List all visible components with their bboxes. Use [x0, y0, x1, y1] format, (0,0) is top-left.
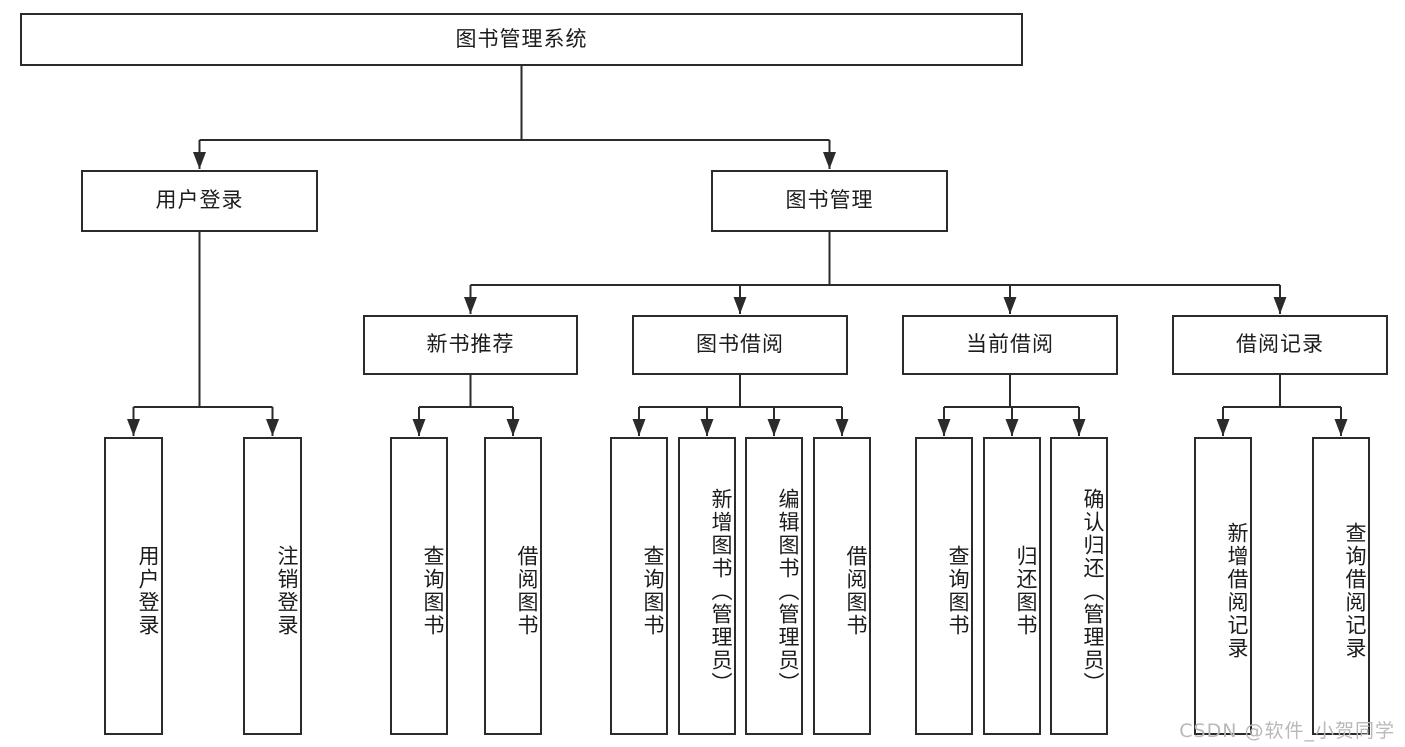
- node-book-borrow-label: 图书借阅: [696, 332, 784, 357]
- node-leaf-nbr-query-book-label: 查询图书: [421, 545, 445, 637]
- node-leaf-bb-query-book-label: 查询图书: [641, 545, 665, 637]
- node-leaf-cb-query-book-label: 查询图书: [946, 545, 970, 637]
- node-current-borrow-label: 当前借阅: [966, 332, 1054, 357]
- node-leaf-cb-return-book-label: 归还图书: [1014, 545, 1038, 637]
- node-leaf-nbr-borrow-book-label: 借阅图书: [515, 545, 539, 637]
- node-new-book-recommend[interactable]: 新书推荐: [363, 315, 578, 375]
- node-root[interactable]: 图书管理系统: [20, 13, 1023, 66]
- node-leaf-nbr-query-book[interactable]: 查询图书: [390, 437, 448, 735]
- node-book-management[interactable]: 图书管理: [711, 170, 948, 232]
- node-leaf-bb-edit-book[interactable]: 编辑图书（管理员）: [745, 437, 803, 735]
- node-leaf-logout[interactable]: 注销登录: [243, 437, 302, 735]
- node-leaf-bb-add-book-label: 新增图书（管理员）: [709, 487, 733, 695]
- node-leaf-cb-confirm-return-label: 确认归还（管理员）: [1081, 487, 1105, 695]
- node-leaf-bb-query-book[interactable]: 查询图书: [610, 437, 668, 735]
- node-leaf-user-login-label: 用户登录: [136, 545, 160, 637]
- watermark: CSDN @软件_小贺同学: [1179, 720, 1395, 742]
- node-leaf-bb-edit-book-label: 编辑图书（管理员）: [776, 487, 800, 695]
- node-leaf-cb-return-book[interactable]: 归还图书: [983, 437, 1041, 735]
- node-leaf-br-add-record-label: 新增借阅记录: [1225, 522, 1249, 660]
- node-root-label: 图书管理系统: [455, 26, 588, 51]
- node-current-borrow[interactable]: 当前借阅: [902, 315, 1118, 375]
- node-leaf-cb-query-book[interactable]: 查询图书: [915, 437, 973, 735]
- node-leaf-br-add-record[interactable]: 新增借阅记录: [1194, 437, 1252, 735]
- node-leaf-cb-confirm-return[interactable]: 确认归还（管理员）: [1050, 437, 1108, 735]
- node-leaf-br-query-record[interactable]: 查询借阅记录: [1312, 437, 1370, 735]
- node-leaf-br-query-record-label: 查询借阅记录: [1343, 522, 1367, 660]
- node-new-book-recommend-label: 新书推荐: [426, 332, 515, 357]
- node-leaf-logout-label: 注销登录: [275, 545, 299, 637]
- node-leaf-user-login[interactable]: 用户登录: [104, 437, 163, 735]
- node-user-login-label: 用户登录: [155, 188, 244, 213]
- node-borrow-record-label: 借阅记录: [1236, 332, 1324, 357]
- node-book-management-label: 图书管理: [785, 188, 874, 213]
- node-leaf-bb-borrow-book[interactable]: 借阅图书: [813, 437, 871, 735]
- node-borrow-record[interactable]: 借阅记录: [1172, 315, 1388, 375]
- node-leaf-bb-add-book[interactable]: 新增图书（管理员）: [678, 437, 736, 735]
- node-user-login[interactable]: 用户登录: [81, 170, 318, 232]
- node-book-borrow[interactable]: 图书借阅: [632, 315, 848, 375]
- node-leaf-bb-borrow-book-label: 借阅图书: [844, 545, 868, 637]
- node-leaf-nbr-borrow-book[interactable]: 借阅图书: [484, 437, 542, 735]
